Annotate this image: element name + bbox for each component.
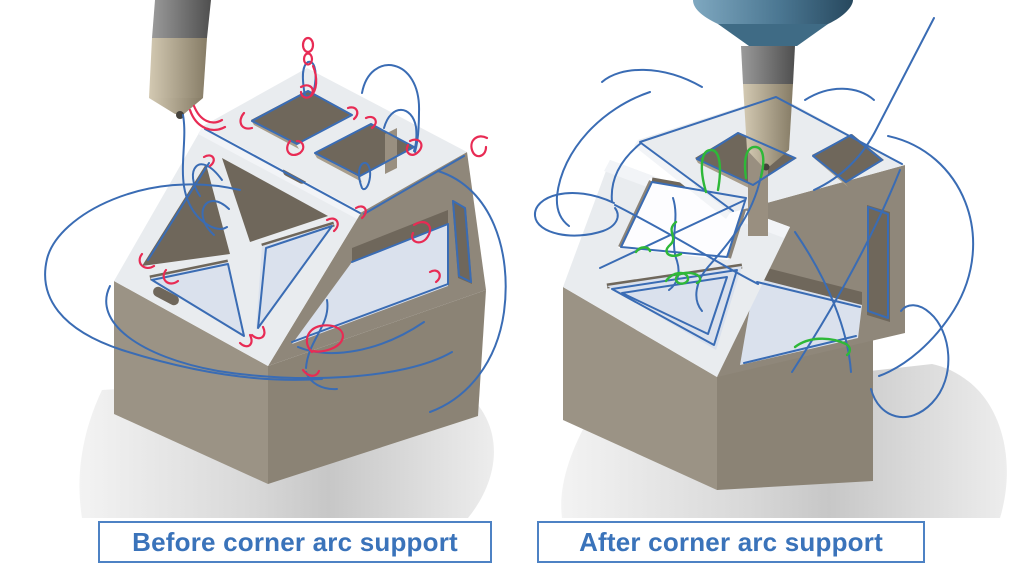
toolpath-segment [147, 162, 210, 261]
toolpath-segment [614, 204, 759, 285]
side-window [867, 205, 890, 322]
toolpath-segment [363, 155, 465, 215]
toolpath-segment [791, 169, 901, 373]
truss-pocket-bottom [150, 262, 244, 336]
corner-arc-mark [743, 145, 765, 180]
toolpath-segment [358, 161, 372, 191]
stock-left-face [114, 281, 268, 484]
tool-flute [149, 38, 207, 98]
ring-hole-left [251, 90, 352, 144]
toolpath-segment [105, 285, 453, 380]
toolpath-segment [812, 134, 883, 183]
corner-retract-mark [188, 108, 227, 131]
truss-opening-top [222, 158, 328, 242]
frame-truss-face [114, 126, 362, 366]
before-render [44, 0, 507, 518]
truss-pocket-triangle [607, 266, 742, 350]
corner-retract-mark [202, 154, 215, 168]
corner-post [385, 128, 397, 174]
slot-cutout [153, 286, 179, 306]
after-render [533, 0, 1007, 518]
corner-retract-mark [346, 106, 359, 121]
corner-arc-mark [793, 337, 852, 357]
corner-retract-mark [364, 115, 377, 130]
corner-retract-mark [138, 252, 156, 270]
corner-retract-mark [428, 269, 441, 284]
corner-retract-mark [238, 333, 253, 348]
corner-retract-mark [301, 368, 321, 377]
toolpath-segment [191, 163, 223, 197]
sharp-corner-marks [138, 36, 489, 377]
toolpath-segment [44, 183, 323, 381]
corner-retract-mark [405, 138, 423, 156]
toolpath-segment [870, 304, 950, 419]
interior-floor [292, 224, 448, 344]
toolpath-segment [251, 90, 353, 145]
toolpath-segment [878, 135, 975, 377]
cutting-tool [693, 0, 853, 171]
toolpath-segment [181, 114, 228, 230]
tool-holder-taper [718, 24, 828, 46]
corner-retract-mark [239, 111, 254, 130]
corner-retract-mark [411, 221, 432, 244]
toolpath-segment [696, 132, 796, 186]
frame-truss-face [563, 160, 790, 377]
stock-right-face [717, 310, 873, 490]
toolpath-segment [639, 96, 903, 212]
corner-retract-mark [305, 324, 344, 354]
toolpath-segment [314, 123, 415, 177]
truss-opening-left [142, 164, 230, 266]
corner-retract-mark [250, 325, 266, 340]
corner-arc-mark [664, 271, 702, 285]
tool-shank [152, 0, 211, 38]
corner-arc-marks [634, 145, 852, 357]
toolpath-segment [804, 87, 875, 101]
toolpath-segment [610, 142, 642, 203]
tool-tip [176, 111, 184, 119]
corner-retract-mark [354, 205, 367, 220]
corner-retract-mark [470, 135, 489, 158]
tool-taper [149, 98, 203, 114]
toolpath-segment [813, 17, 935, 191]
corner-retract-mark [162, 268, 180, 285]
corner-retract-mark [192, 104, 224, 124]
stock-left-face [563, 287, 717, 490]
tool-taper [747, 150, 789, 166]
toolpath-segment [429, 170, 507, 413]
corner-retract-mark [301, 36, 315, 54]
toolpath-curves [533, 17, 975, 419]
caption-before: Before corner arc support [98, 521, 492, 563]
stock-right-face [268, 290, 486, 484]
toolpath-segment [601, 68, 703, 88]
corner-arc-mark [665, 220, 683, 258]
stock-block [563, 287, 873, 490]
corner-retract-mark [299, 84, 314, 99]
tool-shank [741, 46, 795, 84]
cutting-tool [149, 0, 211, 119]
toolpath-segment [611, 269, 738, 346]
toolpath-segment [533, 192, 619, 237]
toolpath-segment [257, 225, 333, 329]
corner-retract-mark [302, 52, 314, 66]
toolpath-segment [383, 109, 418, 152]
tool-flute [743, 84, 793, 150]
toolpath-segment [151, 263, 245, 337]
caption-after: After corner arc support [537, 521, 925, 563]
toolpath-segment [695, 169, 763, 312]
toolpath-segment [555, 91, 651, 227]
corner-retract-mark [325, 217, 339, 233]
corner-retract-mark [286, 139, 305, 157]
stock-block [114, 281, 486, 484]
toolpath-curves [44, 60, 507, 413]
toolpath-segment [452, 200, 472, 283]
corner-arc-mark [700, 148, 722, 194]
corner-arc-mark [634, 246, 652, 254]
toolpath-segment [204, 128, 361, 214]
toolpath-segment [668, 197, 680, 291]
interior-wall [755, 265, 862, 305]
toolpath-segment [620, 181, 747, 258]
toolpath-segment [201, 200, 230, 236]
